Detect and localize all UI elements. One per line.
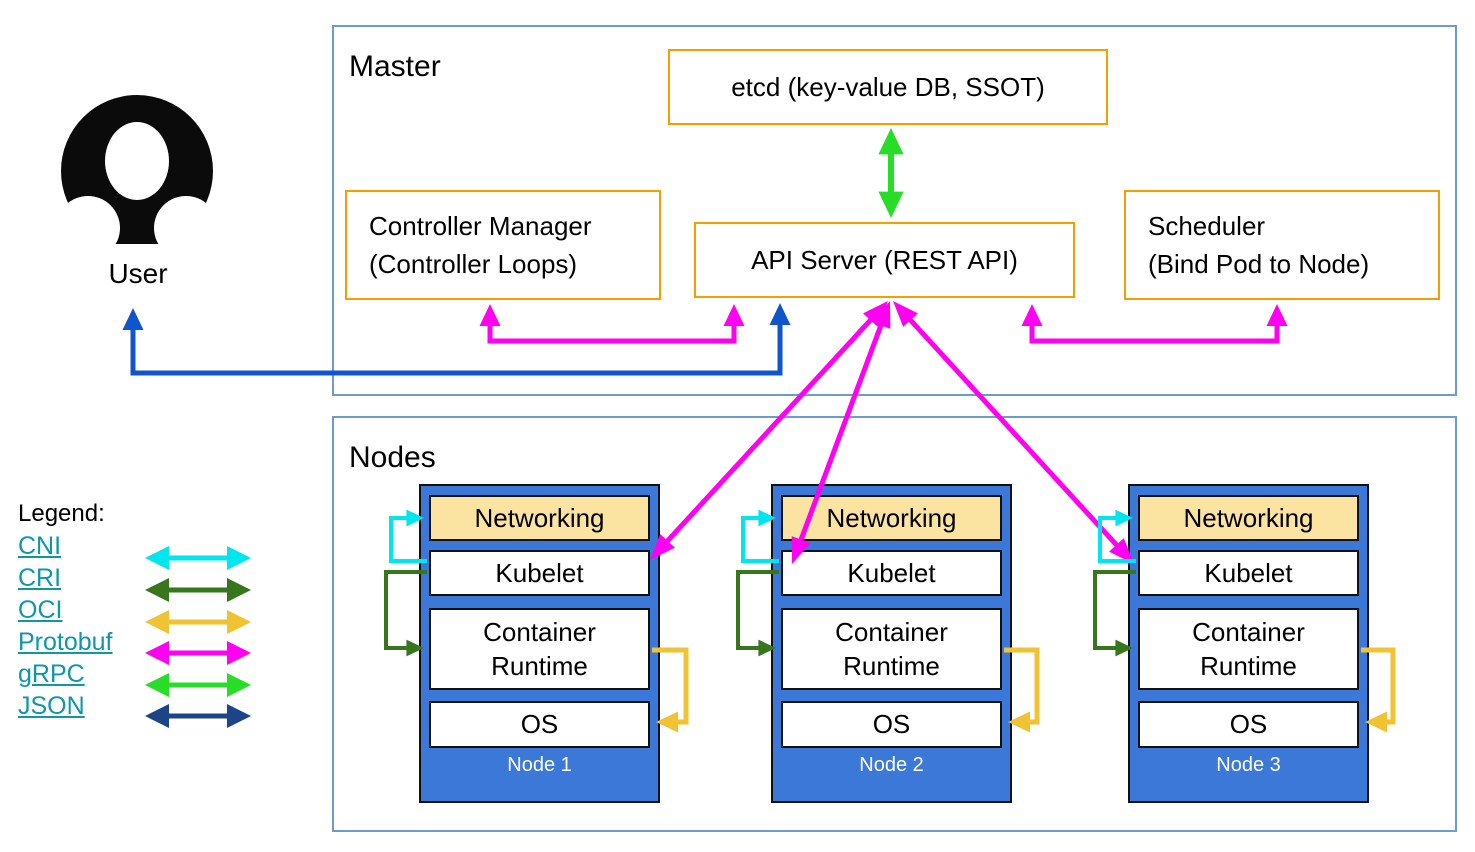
node-3-kubelet-label: Kubelet [1204, 557, 1293, 588]
legend-sample-protobuf-arrow [145, 641, 251, 665]
scheduler-box: Scheduler (Bind Pod to Node) [1124, 190, 1440, 300]
legend-title: Legend: [18, 500, 105, 527]
node-2-container-runtime-layer: Container Runtime [781, 608, 1002, 690]
nodes-section-box [332, 416, 1457, 832]
node-3-name: Node 3 [1216, 754, 1281, 776]
scheduler-label-line1: Scheduler [1148, 211, 1266, 241]
scheduler-label-line2: (Bind Pod to Node) [1148, 249, 1370, 279]
node-2-networking-layer: Networking [781, 495, 1002, 541]
node-1-os-layer: OS [429, 701, 650, 748]
api-server-label: API Server (REST API) [751, 244, 1018, 275]
node-2-runtime-label-line1: Container [835, 617, 948, 647]
node-3-runtime-label-line1: Container [1192, 617, 1305, 647]
legend-link-cri[interactable]: CRI [18, 564, 62, 592]
node-1-name: Node 1 [507, 754, 572, 776]
controller-manager-label-line2: (Controller Loops) [369, 249, 578, 279]
legend-link-cni[interactable]: CNI [18, 532, 62, 560]
legend-sample-oci-arrow [145, 610, 251, 634]
legend-link-grpc[interactable]: gRPC [18, 660, 85, 688]
legend-sample-cri-arrow [145, 578, 251, 602]
legend-sample-grpc-arrow [145, 673, 251, 697]
controller-manager-box: Controller Manager (Controller Loops) [345, 190, 661, 300]
node-3-kubelet-layer: Kubelet [1138, 550, 1359, 596]
node-1-networking-label: Networking [474, 502, 605, 533]
node-1-runtime-label-line2: Runtime [491, 651, 588, 681]
node-3-runtime-label-line2: Runtime [1200, 651, 1297, 681]
user-icon [58, 95, 214, 248]
node-2-os-layer: OS [781, 701, 1002, 748]
node-1-container-runtime-layer: Container Runtime [429, 608, 650, 690]
legend: Legend: CNI CRI OCI Protobuf gRPC JSON [18, 500, 113, 726]
node-2-kubelet-layer: Kubelet [781, 550, 1002, 596]
node-2-os-label: OS [872, 709, 911, 739]
node-1-kubelet-label: Kubelet [495, 557, 584, 588]
node-2-runtime-label-line2: Runtime [843, 651, 940, 681]
etcd-box: etcd (key-value DB, SSOT) [668, 49, 1108, 125]
node-1: Networking Kubelet Container Runtime OS … [419, 484, 660, 803]
legend-link-oci[interactable]: OCI [18, 596, 63, 624]
master-section-box [332, 25, 1457, 396]
node-3-container-runtime-layer: Container Runtime [1138, 608, 1359, 690]
etcd-label: etcd (key-value DB, SSOT) [731, 71, 1045, 102]
user-label: User [108, 258, 168, 289]
node-1-kubelet-layer: Kubelet [429, 550, 650, 596]
node-3-networking-label: Networking [1183, 502, 1314, 533]
node-3-os-layer: OS [1138, 701, 1359, 748]
controller-manager-label-line1: Controller Manager [369, 211, 592, 241]
node-3-os-label: OS [1229, 709, 1268, 739]
node-3-networking-layer: Networking [1138, 495, 1359, 541]
legend-link-json[interactable]: JSON [18, 692, 85, 720]
legend-link-protobuf[interactable]: Protobuf [18, 628, 113, 656]
node-3: Networking Kubelet Container Runtime OS … [1128, 484, 1369, 803]
node-1-networking-layer: Networking [429, 495, 650, 541]
node-2-networking-label: Networking [826, 502, 957, 533]
master-section-title: Master [349, 50, 441, 83]
node-2: Networking Kubelet Container Runtime OS … [771, 484, 1012, 803]
node-2-kubelet-label: Kubelet [847, 557, 936, 588]
node-1-os-label: OS [520, 709, 559, 739]
api-server-box: API Server (REST API) [694, 222, 1075, 298]
node-1-runtime-label-line1: Container [483, 617, 596, 647]
node-2-name: Node 2 [859, 754, 924, 776]
legend-sample-json-arrow [145, 704, 251, 728]
legend-sample-cni-arrow [145, 546, 251, 570]
nodes-section-title: Nodes [349, 441, 436, 474]
